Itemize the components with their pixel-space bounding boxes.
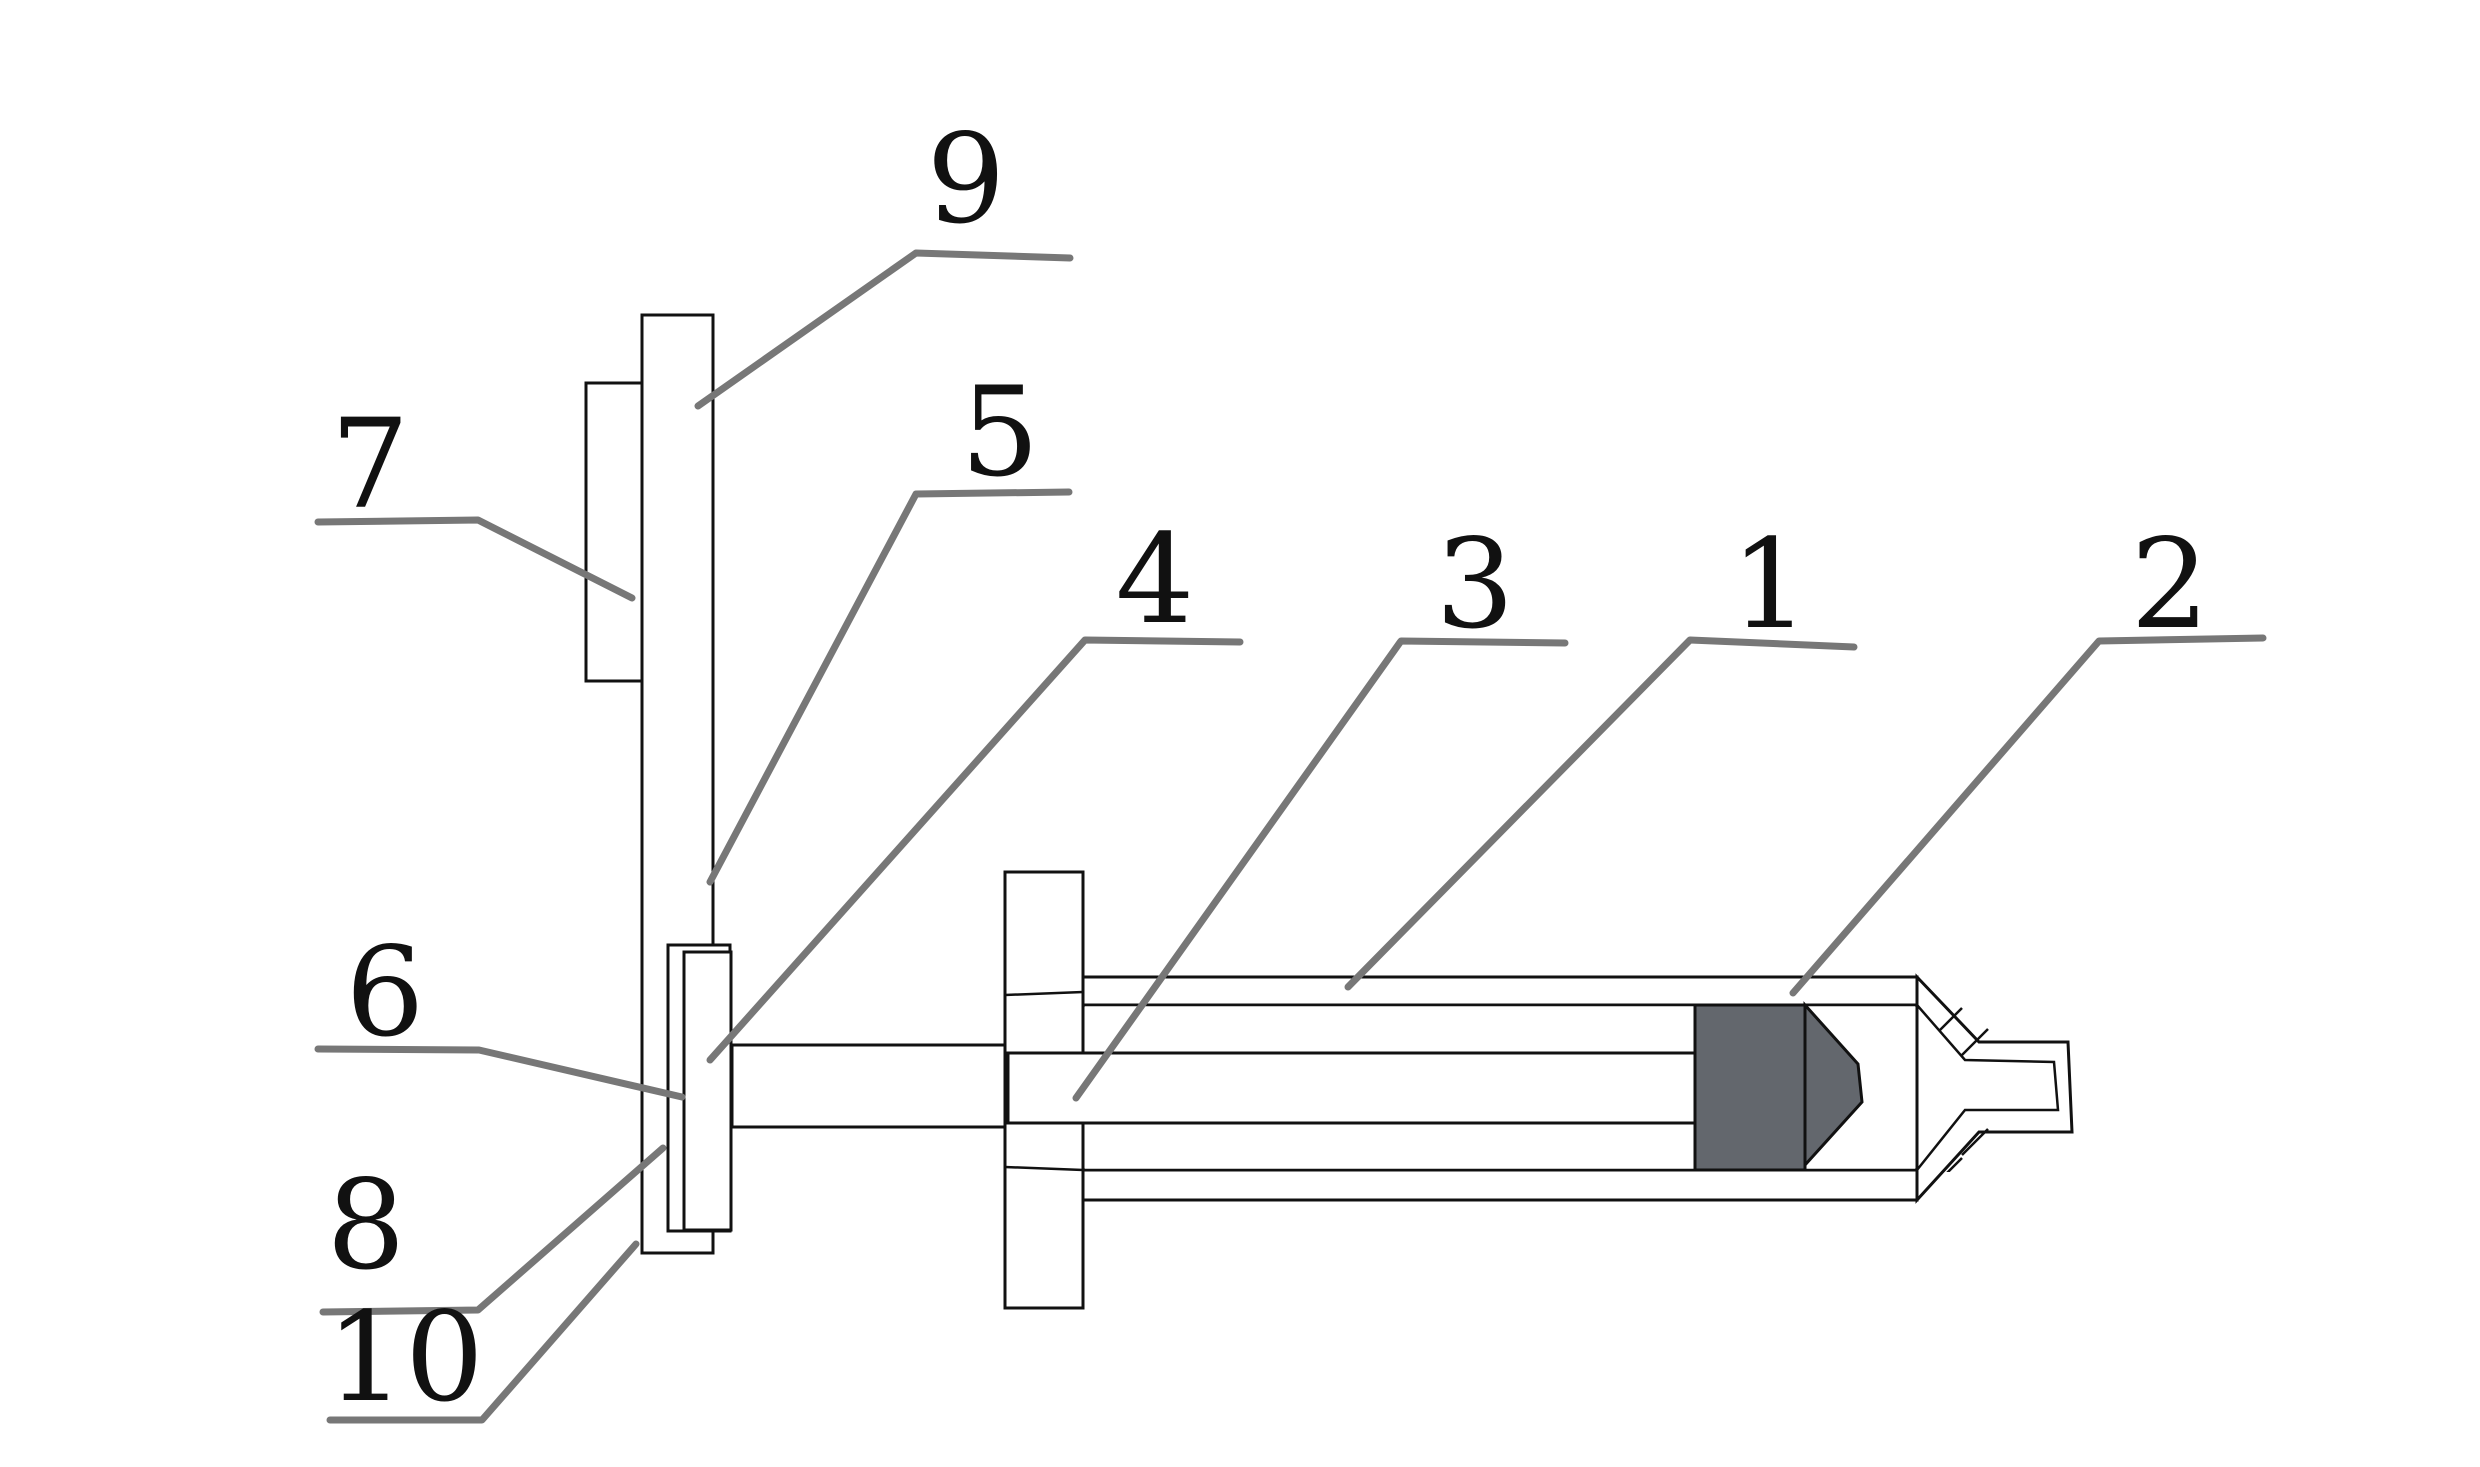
- syringe-body: [730, 870, 1919, 1310]
- leader-7: [314, 516, 636, 602]
- callout-numbers: 1 2 3 4 5 6 7 8 9 10: [326, 108, 2209, 1430]
- leader-3: [1072, 637, 1569, 1102]
- callout-number-2: 2: [2131, 513, 2210, 657]
- callout-number-4: 4: [1116, 508, 1195, 652]
- needle-hub-inner: [1916, 1004, 2060, 1171]
- needle-hub: [1915, 973, 2074, 1204]
- callout-number-3: 3: [1436, 513, 1515, 657]
- leader-10: [326, 1240, 640, 1424]
- plunger-rod: [730, 1043, 1014, 1129]
- leader-lines: [314, 249, 2267, 1424]
- piston-seal: [1693, 1003, 1807, 1172]
- callout-number-9: 9: [927, 108, 1006, 252]
- needle-hub-outer: [1915, 973, 2074, 1204]
- piston-tip: [1803, 1001, 1864, 1169]
- end-cap-inner: [682, 950, 733, 1232]
- leader-4: [706, 636, 1244, 1064]
- leader-8: [319, 1144, 667, 1316]
- barrel-bottom-wall: [1081, 1168, 1919, 1202]
- leader-2: [1789, 634, 2267, 997]
- callout-number-7: 7: [331, 393, 410, 537]
- backplate-assembly: [584, 313, 733, 1255]
- plunger-stem: [1006, 1051, 1794, 1125]
- needle-hub-hatch: [1939, 1007, 1989, 1172]
- mounting-block: [584, 381, 644, 683]
- callout-number-1: 1: [1731, 513, 1810, 657]
- callout-number-10: 10: [326, 1286, 484, 1430]
- leader-9: [694, 249, 1074, 410]
- leader-5: [706, 488, 1073, 886]
- callout-number-5: 5: [961, 361, 1040, 505]
- callout-number-6: 6: [346, 921, 425, 1065]
- leader-1: [1344, 636, 1858, 991]
- leader-6: [314, 1045, 686, 1101]
- callout-number-8: 8: [327, 1154, 406, 1298]
